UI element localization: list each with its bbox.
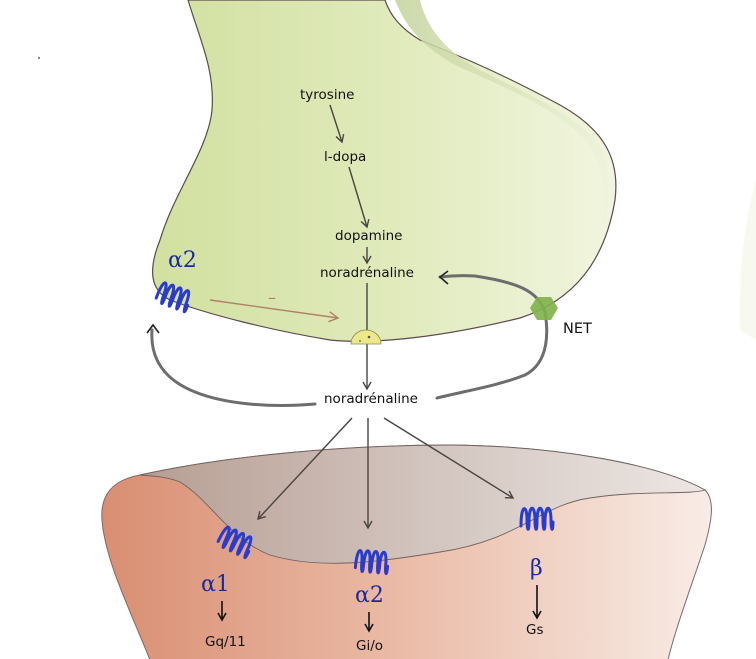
label-gio: Gi/o bbox=[356, 638, 384, 654]
label-alpha2-receptor: α2 bbox=[355, 583, 384, 608]
alpha2-autoreceptor-icon bbox=[154, 281, 191, 314]
binding-arrows bbox=[257, 417, 515, 530]
arrow-ldopa-to-dopamine bbox=[348, 166, 370, 229]
label-ldopa: l-dopa bbox=[324, 149, 367, 165]
label-alpha1-receptor: α1 bbox=[201, 572, 230, 597]
net-reuptake-arrowhead bbox=[438, 270, 449, 285]
label-alpha2-autoreceptor: α2 bbox=[168, 248, 197, 273]
alpha1-receptor-icon-coil bbox=[216, 525, 253, 560]
postsynaptic-cell bbox=[101, 444, 712, 659]
label-noradrenaline-released: noradrénaline bbox=[324, 391, 418, 407]
alpha2-receptor-icon-coil bbox=[353, 549, 390, 576]
inhibition-arrow bbox=[209, 299, 340, 323]
autoreceptor-feedback-arrow bbox=[150, 328, 317, 407]
label-inhibition-sign: – bbox=[268, 288, 276, 307]
vesicle-icon bbox=[350, 329, 382, 345]
beta-receptor-icon-coil bbox=[519, 506, 555, 531]
alpha2-receptor-icon bbox=[353, 549, 390, 576]
label-dopamine: dopamine bbox=[335, 228, 403, 244]
receptors bbox=[154, 281, 555, 576]
arrow-to-beta bbox=[383, 417, 515, 499]
vesicle-dot bbox=[367, 335, 371, 339]
autoreceptor-feedback-arrowhead bbox=[146, 323, 160, 334]
label-net: NET bbox=[563, 321, 592, 337]
stray-dot bbox=[38, 57, 40, 59]
presynaptic-membrane bbox=[152, 0, 617, 342]
arrow-to-alpha1 bbox=[257, 417, 353, 521]
label-gq11: Gq/11 bbox=[205, 634, 246, 650]
background-cell-ghost bbox=[739, 180, 756, 340]
label-tyrosine: tyrosine bbox=[300, 87, 355, 103]
net-transporter-icon bbox=[530, 297, 558, 320]
label-beta-receptor: β bbox=[530, 556, 543, 581]
presynaptic-shading bbox=[395, 0, 609, 240]
label-gs: Gs bbox=[526, 622, 544, 638]
alpha2-autoreceptor-icon-coil bbox=[154, 281, 191, 314]
arrow-tyrosine-to-ldopa bbox=[329, 104, 345, 144]
vesicle-dot bbox=[359, 340, 361, 342]
alpha1-receptor-icon bbox=[216, 525, 253, 560]
label-noradrenaline-cytosolic: noradrénaline bbox=[320, 265, 414, 281]
beta-receptor-icon bbox=[519, 506, 555, 531]
presynaptic-terminal bbox=[152, 0, 617, 342]
